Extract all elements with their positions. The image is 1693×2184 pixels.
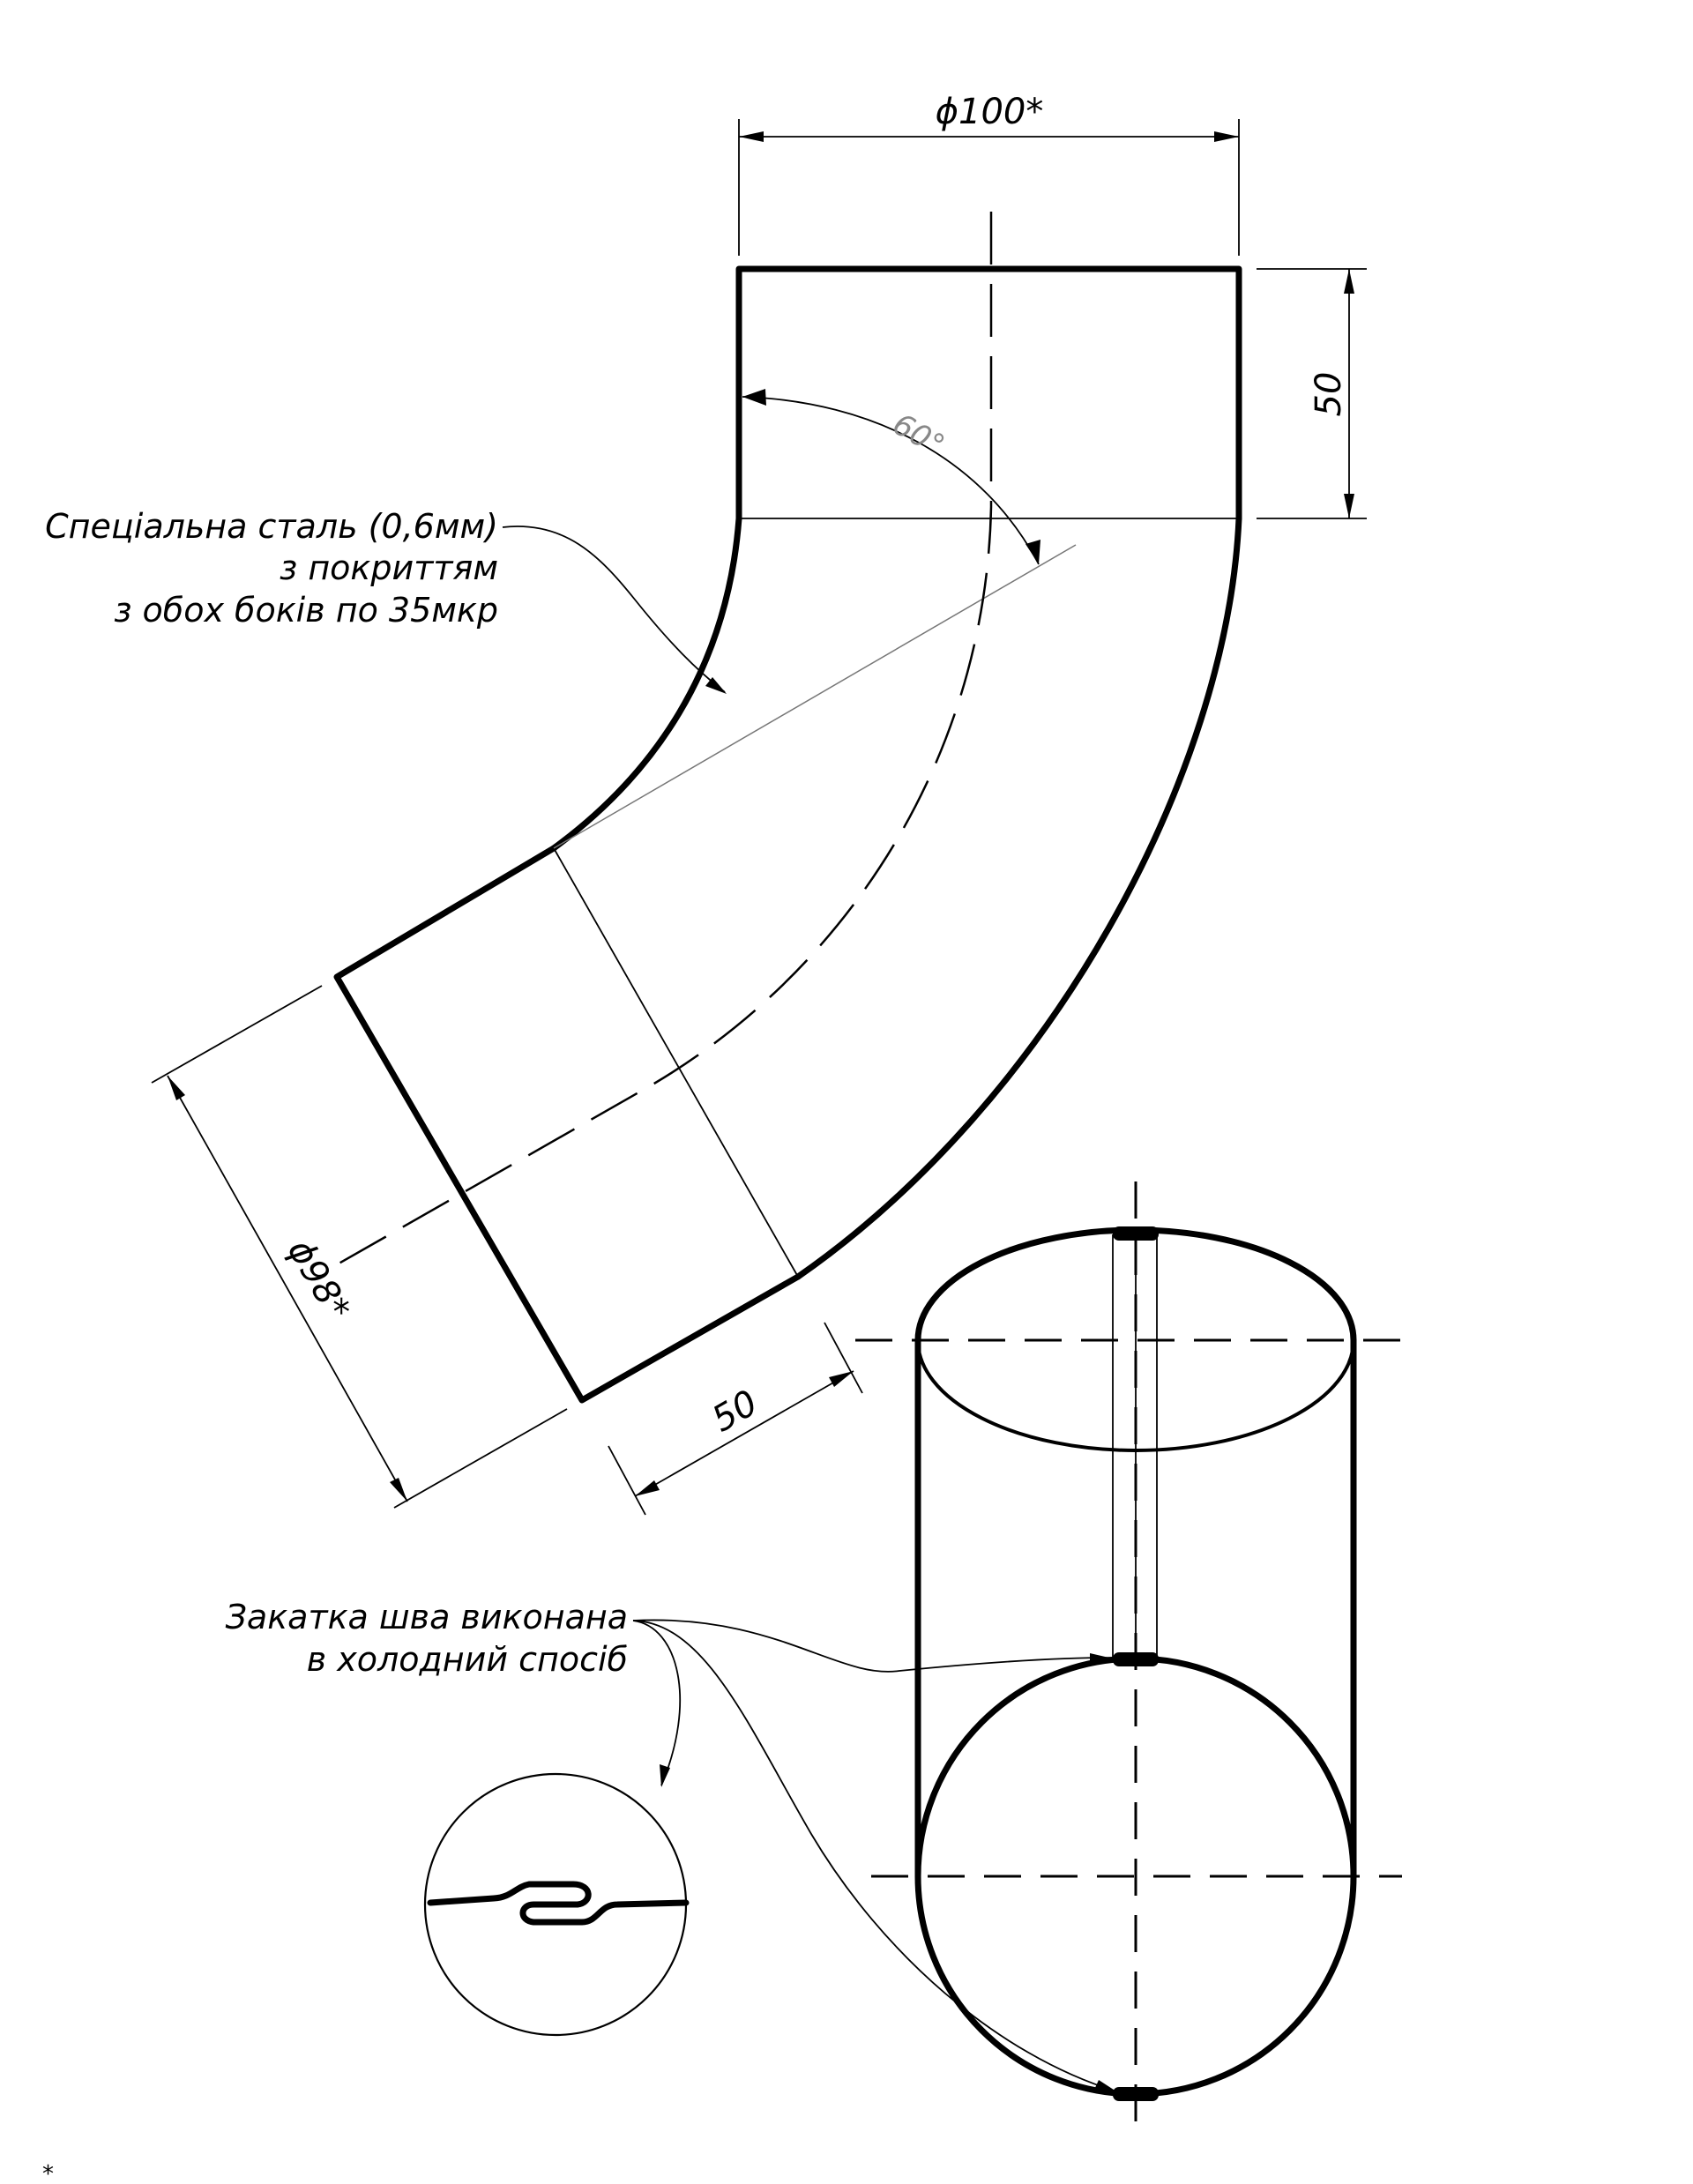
top-diameter-label: ϕ100*	[936, 92, 1044, 132]
bottom-length-dim-line	[634, 1370, 854, 1497]
elbow-inner-bend	[550, 515, 742, 852]
elbow-view: 60° ϕ100* 50 ϕ98* 50	[151, 92, 1367, 1516]
seam-detail-callout	[423, 1772, 690, 2037]
material-leader-line	[502, 526, 726, 693]
bottom-diameter-label: ϕ98*	[280, 1233, 357, 1327]
seam-note-line2: в холодний спосіб	[307, 1640, 628, 1679]
bottom-length-arrow-left	[635, 1480, 660, 1496]
material-note: Спеціальна сталь (0,6мм) з покриттям з о…	[45, 507, 498, 630]
bottom-diameter-dim-line	[167, 1075, 408, 1502]
seam-leader-detail-arrow	[660, 1764, 670, 1787]
seam-leader-bottom-arrow	[1094, 2080, 1116, 2091]
top-diameter-arrow-right	[1214, 131, 1239, 142]
seam-note-line1: Закатка шва виконана	[226, 1598, 628, 1636]
seam-leader-to-bottom	[632, 1620, 1117, 2092]
seam-fold-profile	[427, 1881, 690, 1926]
bottom-diameter-arrow-upper	[168, 1076, 185, 1100]
seam-leader-to-detail	[632, 1620, 682, 1786]
material-leader-arrow	[705, 677, 727, 694]
bottom-diameter-ext-lower	[393, 1408, 568, 1509]
elbow-centerline	[327, 212, 993, 1271]
footnote-marker: *	[42, 2161, 54, 2184]
bottom-length-arrow-right	[829, 1371, 854, 1387]
top-height-label: 50	[1309, 372, 1349, 417]
angle-arrow-left	[742, 389, 766, 406]
elbow-outer-bend	[794, 515, 1242, 1280]
elbow-bottom-socket-joint-line	[553, 847, 799, 1278]
seam-note: Закатка шва виконана в холодний спосіб	[226, 1598, 1117, 2092]
elbow-top-socket-outline	[735, 265, 1242, 522]
seam-leader-middle-arrow	[1090, 1653, 1113, 1664]
bottom-length-ext-left	[608, 1445, 646, 1516]
pipe-view	[855, 1181, 1415, 2138]
bottom-diameter-arrow-lower	[390, 1478, 407, 1502]
top-height-arrow-top	[1344, 269, 1354, 294]
bottom-length-ext-right	[824, 1322, 863, 1394]
material-note-line3: з обох боків по 35мкр	[114, 591, 498, 630]
seam-marker-top	[1113, 1226, 1159, 1241]
angle-arrow-right	[1025, 540, 1040, 564]
bottom-diameter-ext-upper	[151, 985, 323, 1084]
material-note-line1: Спеціальна сталь (0,6мм)	[45, 507, 498, 546]
top-height-arrow-bottom	[1344, 494, 1354, 518]
top-diameter-arrow-left	[739, 131, 764, 142]
bottom-length-label: 50	[705, 1383, 764, 1440]
seam-leader-to-middle	[632, 1619, 1114, 1673]
material-note-line2: з покриттям	[280, 548, 498, 587]
elbow-bottom-socket-outline	[333, 845, 802, 1404]
angle-reference-line	[553, 544, 1077, 849]
angle-dimension-arc	[742, 396, 1040, 565]
